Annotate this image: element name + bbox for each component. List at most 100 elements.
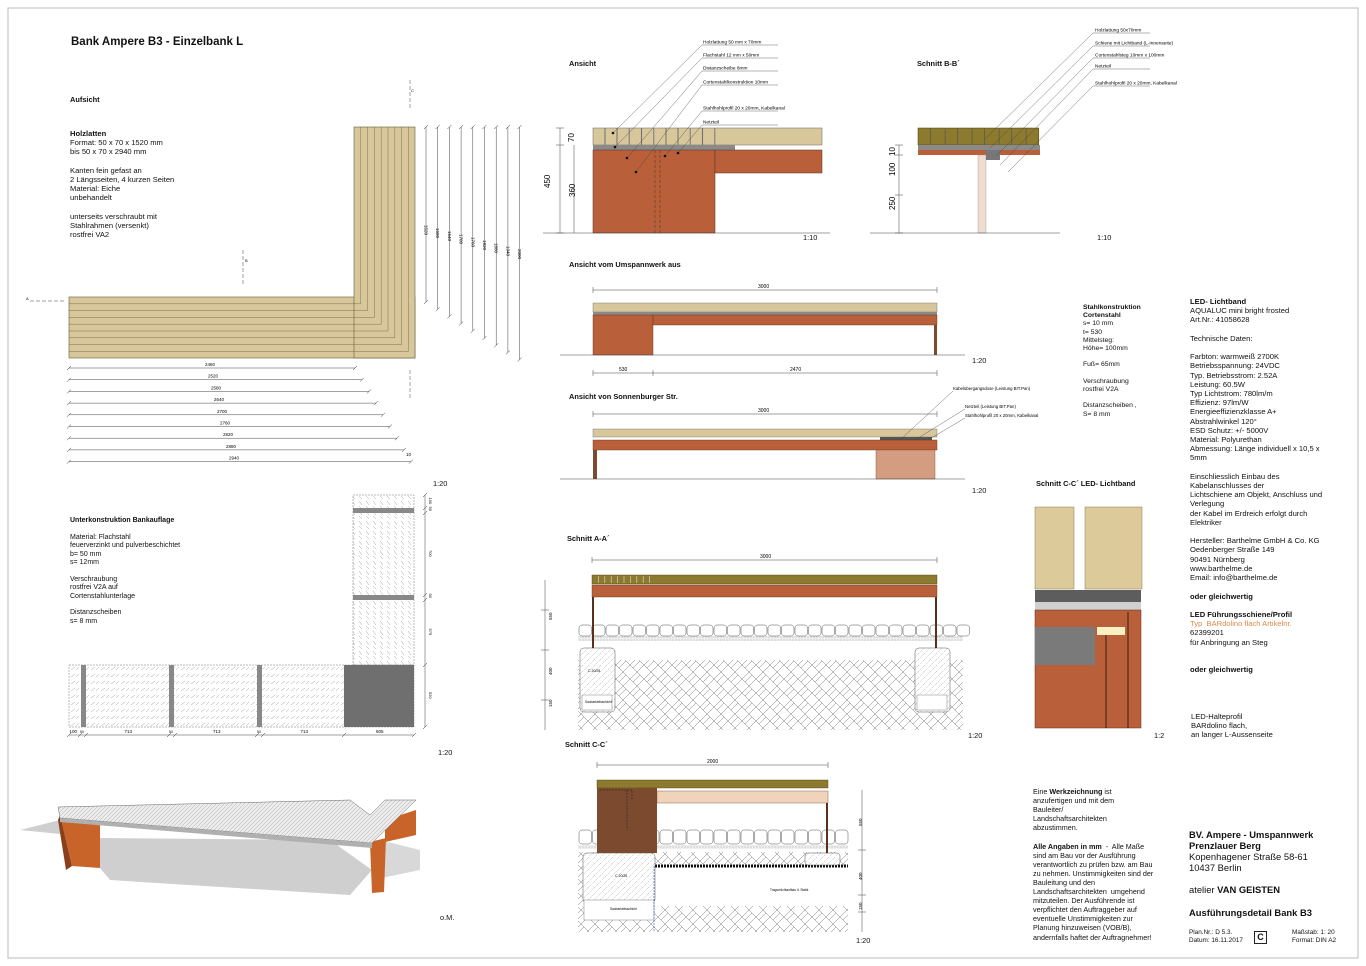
text-line: Kanten fein gefast an [70, 165, 142, 175]
leader-line [995, 57, 1150, 157]
dim-400: 400 [548, 667, 553, 675]
led-detail-heading: Schnitt C-C´ LED- Lichtband [1036, 479, 1136, 488]
wood-slat [592, 127, 605, 146]
text-line: LED-Halteprofil [1191, 712, 1243, 721]
paving-stone [835, 624, 849, 637]
callout-label: Cortenstahlsteg 10mm x 100mm [1095, 53, 1164, 59]
paving-stone [848, 624, 862, 637]
text-line: verantwortlich zu prüfen bzw. am Bau [1033, 859, 1153, 869]
dimension-tick [470, 124, 475, 333]
leader-dot [611, 131, 615, 135]
dimension-label: 1820 [482, 240, 487, 251]
dim-2000: 2000 [707, 759, 718, 765]
text-line: Bauleitung und den [1033, 877, 1095, 887]
text-line: S= 8 mm [1083, 410, 1111, 418]
leader-dot [634, 170, 638, 174]
dimension-tick [66, 412, 386, 417]
text-line: anzufertigen und mit dem [1033, 796, 1115, 806]
paving-stone [619, 624, 633, 637]
dimension-tick [66, 447, 407, 453]
slat-line [69, 127, 368, 311]
text-line: Betriebsspannung: 24VDC [1190, 361, 1280, 371]
tech-heading: Technische Daten: [1190, 333, 1253, 343]
text-line: Kabelanschlusses der [1190, 481, 1265, 491]
text-line: Typ. Betriebsstrom: 2.52A [1190, 370, 1278, 380]
led-detail-scale: 1:2 [1154, 731, 1165, 740]
text-line: Energieeffizienzklasse A+ [1190, 407, 1277, 417]
wood-slat-section [917, 127, 932, 146]
callout-label: Stahlhohlprofil 20 x 20mm, Kabelkanal [703, 106, 785, 112]
text-line: Distanzscheiben [70, 609, 122, 617]
email-text: Email: info@barthelme.de [1190, 573, 1278, 583]
led-title: LED- Lichtband [1190, 297, 1247, 306]
slat-line [69, 127, 389, 332]
paving-stone [808, 624, 822, 637]
callout-label: Flachstahl 12 mm x 50mm [703, 53, 759, 59]
leader-line [614, 57, 778, 148]
dimension-tick [66, 365, 358, 371]
callout-label: Holzlattung 50 mm x 70mm [703, 40, 761, 46]
dimension-tick [83, 732, 89, 738]
paving-stone [821, 624, 835, 637]
wood-slat-section [998, 127, 1013, 146]
callout-label: Schiene mit Lichtband (L-Innenseite) [1095, 41, 1174, 47]
paving-stone [727, 829, 741, 845]
dimension-label: 713 [213, 729, 221, 734]
wood-slat [641, 127, 654, 146]
paving-stone [578, 624, 592, 637]
text-line: rostfrei V2A auf [70, 584, 118, 592]
flat-steel-bar [353, 595, 414, 600]
leader-line [635, 84, 778, 173]
dimension-label: 575 [428, 629, 433, 636]
dimension-tick [66, 377, 365, 382]
leader-dot [663, 154, 667, 158]
text-line: 62399201 [1190, 628, 1224, 638]
text-part: - Alle Maße [1101, 841, 1145, 851]
leader-line [677, 124, 778, 154]
sheet-border [7, 7, 1359, 959]
paving-stone [605, 624, 619, 637]
paving-stone [875, 624, 889, 637]
text-part: Eine [1033, 787, 1050, 796]
dimension-tick [411, 732, 417, 738]
dim-530: 530 [619, 367, 628, 373]
dimension-tick [66, 389, 372, 394]
paving-stone [889, 624, 903, 637]
page-title: Bank Ampere B3 - Einzelbank L [71, 36, 244, 48]
paving-stone [862, 624, 876, 637]
dimension-tick [77, 732, 83, 738]
halteprofil-text: LED-Halteprofil BARdolino flach, an lang… [1191, 712, 1273, 740]
dimension-label: 2580 [211, 385, 222, 390]
revision-badge: C [1254, 931, 1267, 944]
paving-stone [754, 624, 768, 637]
paving-stone [767, 624, 781, 637]
text-line: Abstrahlwinkel 120° [1190, 416, 1257, 426]
dimension-label: 713 [125, 729, 133, 734]
dimension-tick [66, 732, 72, 738]
scale-text: Maßstab: 1: 20 [1292, 929, 1335, 936]
equivalent-note: oder gleichwertig [1190, 665, 1253, 675]
text-line: bis 50 x 70 x 2940 mm [70, 147, 147, 157]
ansicht-heading: Ansicht [569, 59, 597, 68]
gravel-label: Saubarkeitsschicht [585, 700, 612, 704]
dimension-tick [482, 124, 487, 341]
dimension-label: 50 [428, 507, 433, 512]
text-line: für Anbringung an Steg [1190, 637, 1268, 647]
dimension-tick [435, 124, 440, 312]
umspannwerk-heading: Ansicht vom Umspannwerk aus [569, 260, 681, 269]
dimension-label: 2460 [205, 362, 216, 367]
dimension-label: 1700 [459, 234, 464, 245]
wood-slat-section [958, 127, 972, 146]
text-line: Material: Polyurethan [1190, 435, 1262, 445]
dimension-tick [458, 124, 464, 326]
callout-label: Netzteil [1095, 64, 1111, 70]
schnitt-aa-scale: 1:20 [968, 731, 983, 740]
text-line: rostfrei V2A [1083, 386, 1119, 394]
leader-dot [625, 156, 629, 160]
text-line: an langer L-Aussenseite [1191, 730, 1273, 740]
office-name: atelier VAN GEISTEN [1189, 884, 1280, 895]
dimension-label: 1520 [424, 225, 429, 236]
corner-steel-plate [344, 665, 414, 727]
